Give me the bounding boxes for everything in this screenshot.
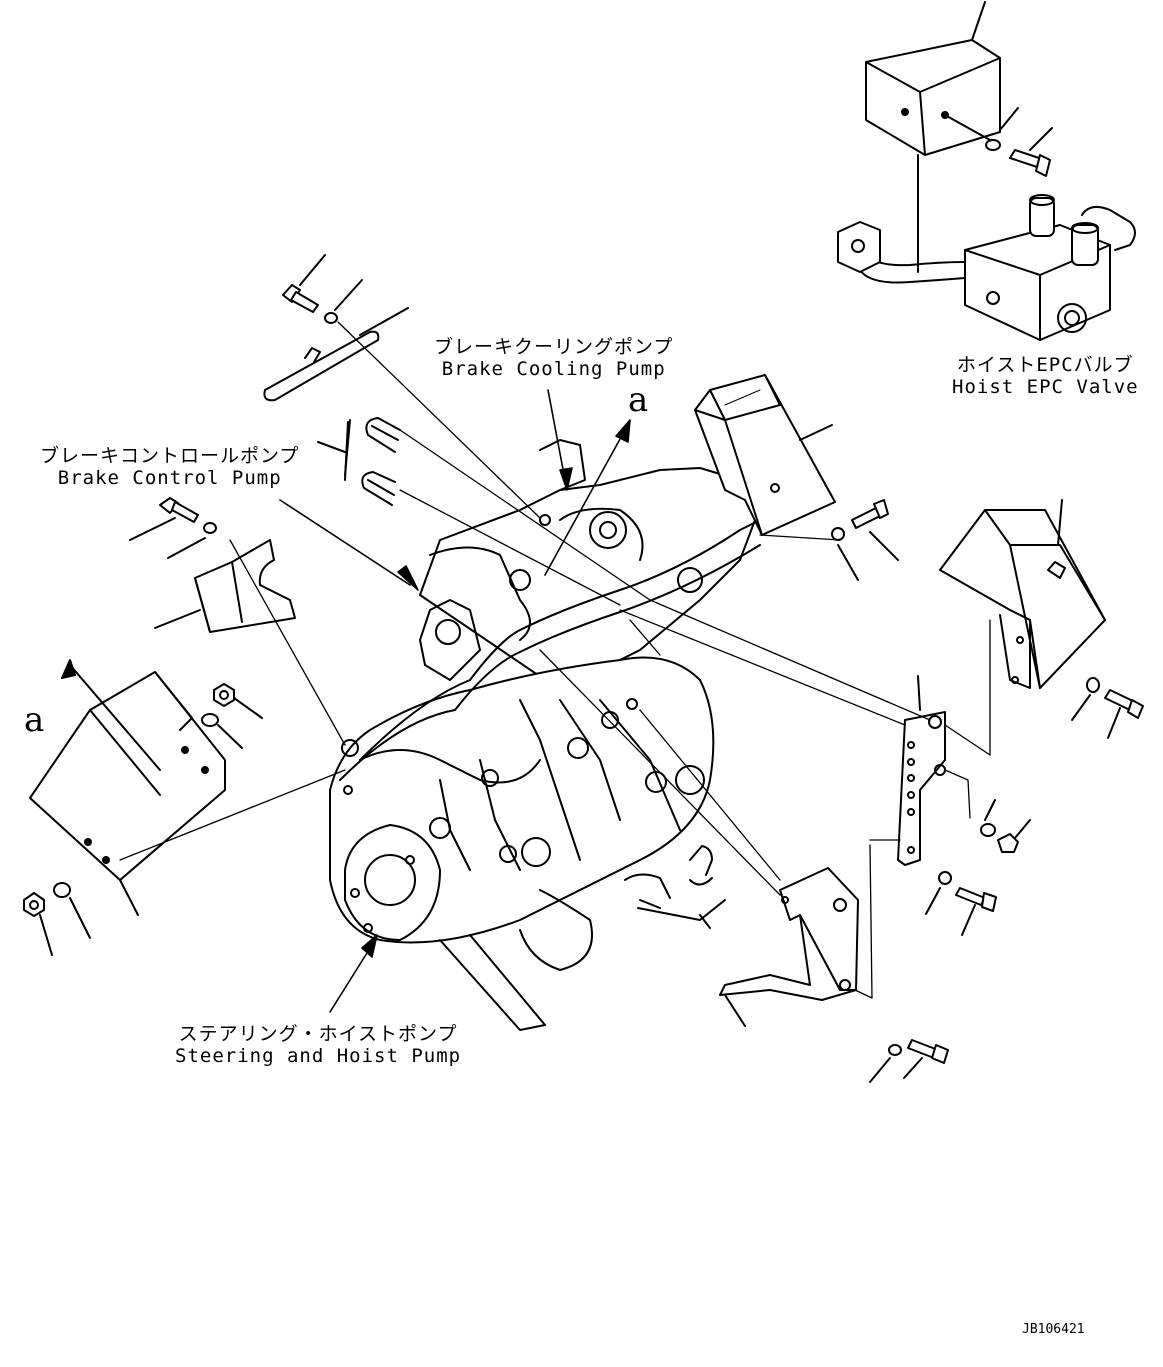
lower-bracket <box>719 867 949 1083</box>
brake-control-pump-label: ブレーキコントロールポンプ Brake Control Pump <box>40 445 299 489</box>
label-jp: ホイストEPCバルブ <box>956 354 1134 376</box>
pipe <box>339 519 761 781</box>
label-en: Brake Control Pump <box>57 467 282 489</box>
brake-cooling-pump-label: ブレーキクーリングポンプ Brake Cooling Pump <box>434 336 673 380</box>
right-cover <box>939 499 1106 689</box>
right-cover-bolt <box>1071 677 1144 739</box>
epc-valve-cover <box>865 1 1001 156</box>
cooling-pump-cover <box>694 374 836 536</box>
epc-valve-body <box>837 154 1136 341</box>
pump-assembly <box>329 439 756 944</box>
label-en: Brake Cooling Pump <box>441 358 666 380</box>
label-en: Hoist EPC Valve <box>952 376 1139 398</box>
top-bolt <box>282 254 363 324</box>
cooling-cover-bolt <box>831 499 899 581</box>
hoist-epc-valve-label: ホイストEPCバルブ Hoist EPC Valve <box>952 354 1139 398</box>
top-plate-bracket <box>263 307 409 402</box>
drive-shaft <box>439 889 593 1031</box>
steering-hoist-pump-label: ステアリング・ホイストポンプ Steering and Hoist Pump <box>175 1023 461 1067</box>
label-jp: ステアリング・ホイストポンプ <box>178 1023 458 1045</box>
label-jp: ブレーキコントロールポンプ <box>40 445 300 467</box>
reference-a-top: a <box>628 380 649 420</box>
epc-cover-bolt <box>944 107 1053 177</box>
drawing-number: JB106421 <box>1022 1322 1085 1337</box>
u-bolt-upper <box>317 417 401 506</box>
reference-a-left: a <box>24 700 45 740</box>
left-cover <box>29 659 226 916</box>
label-en: Steering and Hoist Pump <box>175 1045 462 1067</box>
label-arrows <box>279 389 631 1013</box>
u-bolt-lower <box>624 845 726 929</box>
leader-lines <box>119 321 991 999</box>
label-jp: ブレーキクーリングポンプ <box>434 336 674 358</box>
brake-control-bracket <box>129 497 296 633</box>
left-cover-nuts <box>23 683 263 956</box>
vertical-bracket <box>897 675 1031 936</box>
